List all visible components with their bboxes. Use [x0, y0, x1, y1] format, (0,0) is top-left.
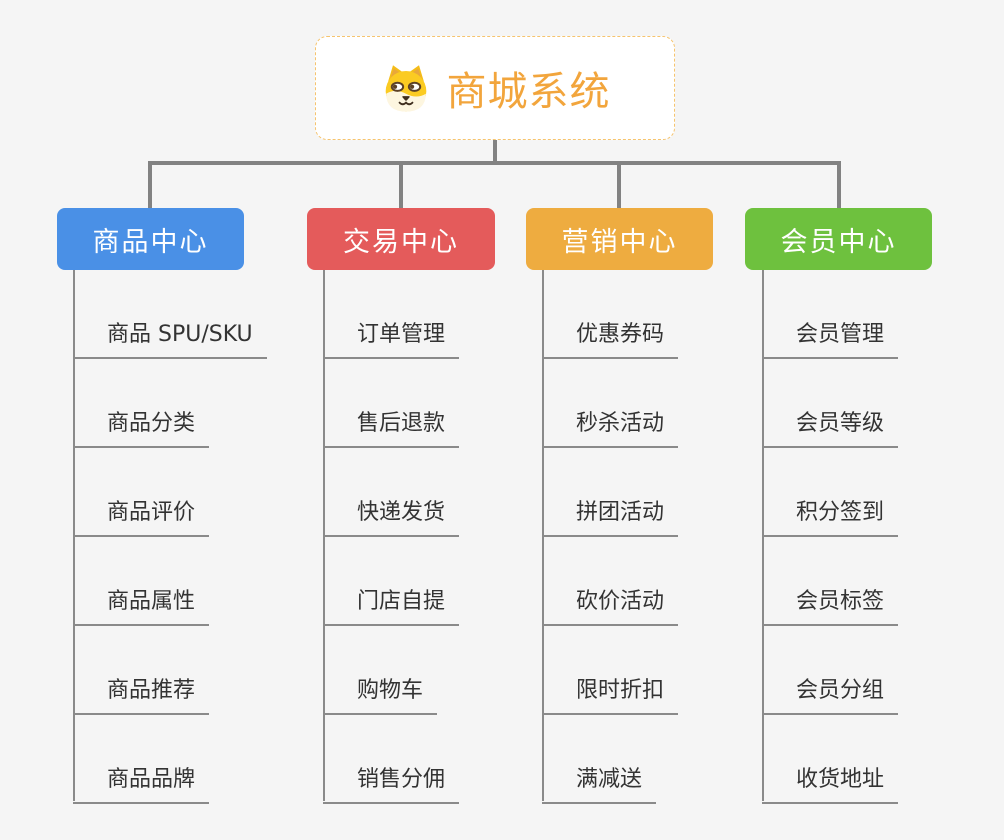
sub-item-label: 商品分类 [73, 411, 210, 448]
sub-item[interactable]: 会员分组 [762, 626, 899, 715]
sub-item-label: 砍价活动 [542, 589, 679, 626]
sub-item[interactable]: 拼团活动 [542, 448, 679, 537]
branch-box-marketing-center[interactable]: 营销中心 [526, 208, 713, 270]
connector-vertical-2 [399, 161, 403, 210]
sub-item[interactable]: 会员管理 [762, 270, 899, 359]
connector-horizontal [148, 161, 841, 165]
sub-item[interactable]: 售后退款 [323, 359, 460, 448]
branch-box-trade-center[interactable]: 交易中心 [307, 208, 495, 270]
sub-item[interactable]: 秒杀活动 [542, 359, 679, 448]
sub-item[interactable]: 商品 SPU/SKU [73, 270, 267, 359]
connector-vertical-1 [148, 161, 152, 210]
branch-label: 商品中心 [92, 226, 209, 258]
connector-vertical-4 [837, 161, 841, 210]
sub-item-label: 会员管理 [762, 322, 899, 359]
sub-item-label: 优惠券码 [542, 322, 679, 359]
sub-item[interactable]: 快递发货 [323, 448, 460, 537]
branch-children-member-center: 会员管理 会员等级 积分签到 会员标签 会员分组 收货地址 [762, 270, 899, 804]
column-trunk-line [73, 270, 75, 801]
branch-label: 营销中心 [561, 226, 678, 258]
branch-box-member-center[interactable]: 会员中心 [745, 208, 932, 270]
sub-item[interactable]: 限时折扣 [542, 626, 679, 715]
sub-item[interactable]: 销售分佣 [323, 715, 460, 804]
column-trunk-line [323, 270, 325, 801]
column-trunk-line [542, 270, 544, 801]
branch-label: 会员中心 [780, 226, 897, 258]
sub-item-label: 快递发货 [323, 500, 460, 537]
sub-item-label: 售后退款 [323, 411, 460, 448]
sub-item-label: 购物车 [323, 678, 438, 715]
sub-item[interactable]: 门店自提 [323, 537, 460, 626]
sub-item[interactable]: 购物车 [323, 626, 459, 715]
sub-item-label: 销售分佣 [323, 767, 460, 804]
sub-item-label: 商品推荐 [73, 678, 210, 715]
shiba-dog-icon [385, 65, 426, 112]
sub-item[interactable]: 商品分类 [73, 359, 267, 448]
sub-item[interactable]: 收货地址 [762, 715, 899, 804]
sub-item[interactable]: 会员标签 [762, 537, 899, 626]
column-trunk-line [762, 270, 764, 801]
sub-item-label: 商品评价 [73, 500, 210, 537]
root-node[interactable]: 商城系统 [315, 36, 675, 140]
sub-item[interactable]: 订单管理 [323, 270, 460, 359]
sub-item[interactable]: 商品推荐 [73, 626, 267, 715]
sub-item-label: 拼团活动 [542, 500, 679, 537]
sub-item-label: 积分签到 [762, 500, 899, 537]
root-title: 商城系统 [446, 69, 611, 115]
sub-item[interactable]: 积分签到 [762, 448, 899, 537]
branch-box-product-center[interactable]: 商品中心 [57, 208, 244, 270]
sub-item[interactable]: 商品品牌 [73, 715, 267, 804]
sub-item-label: 收货地址 [762, 767, 899, 804]
sub-item-label: 会员标签 [762, 589, 899, 626]
sub-item[interactable]: 商品属性 [73, 537, 267, 626]
sub-item-label: 满减送 [542, 767, 657, 804]
sub-item-label: 商品属性 [73, 589, 210, 626]
sub-item-label: 秒杀活动 [542, 411, 679, 448]
sub-item-label: 订单管理 [323, 322, 460, 359]
sub-item[interactable]: 砍价活动 [542, 537, 679, 626]
branch-children-marketing-center: 优惠券码 秒杀活动 拼团活动 砍价活动 限时折扣 满减送 [542, 270, 679, 804]
branch-children-trade-center: 订单管理 售后退款 快递发货 门店自提 购物车 销售分佣 [323, 270, 460, 804]
branch-children-product-center: 商品 SPU/SKU 商品分类 商品评价 商品属性 商品推荐 商品品牌 [73, 270, 267, 804]
sub-item[interactable]: 会员等级 [762, 359, 899, 448]
sub-item[interactable]: 满减送 [542, 715, 678, 804]
sub-item-label: 会员等级 [762, 411, 899, 448]
branch-label: 交易中心 [343, 226, 459, 258]
sub-item-label: 限时折扣 [542, 678, 679, 715]
sub-item-label: 会员分组 [762, 678, 899, 715]
sub-item-label: 门店自提 [323, 589, 460, 626]
connector-vertical-3 [617, 161, 621, 210]
sub-item-label: 商品 SPU/SKU [73, 322, 267, 359]
sub-item-label: 商品品牌 [73, 767, 210, 804]
connector-root-stub [493, 140, 497, 163]
sub-item[interactable]: 商品评价 [73, 448, 267, 537]
sub-item[interactable]: 优惠券码 [542, 270, 679, 359]
